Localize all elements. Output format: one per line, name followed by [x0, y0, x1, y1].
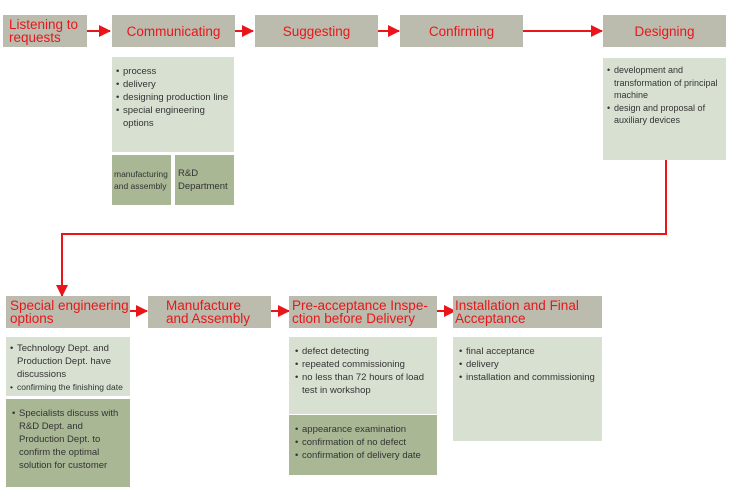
inspection-confirmation-panel: appearance examination confirmation of n…	[289, 415, 437, 475]
step-label: Pre-acceptance Inspe- ction before Deliv…	[292, 298, 428, 326]
step-label: Designing	[634, 23, 695, 39]
detail-item: confirmation of no defect	[295, 436, 433, 449]
sub-box-label: manufacturing and assembly	[114, 169, 168, 191]
arrow-designing-to-special-options	[56, 160, 667, 297]
step-communicating: Communicating	[112, 15, 235, 47]
detail-item: process	[116, 65, 230, 78]
step-confirming: Confirming	[400, 15, 523, 47]
special-options-specialists-panel: Specialists discuss with R&D Dept. and P…	[6, 399, 130, 487]
detail-item: development and transformation of princi…	[607, 64, 723, 102]
manufacturing-assembly-box: manufacturing and assembly	[112, 155, 171, 205]
detail-item: design and proposal of auxiliary devices	[607, 102, 723, 127]
step-label: Special engineering options	[10, 298, 129, 326]
detail-item: delivery	[116, 78, 230, 91]
step-designing: Designing	[603, 15, 726, 47]
step-installation-final-acceptance: Installation and Final Acceptance	[453, 296, 602, 328]
communicating-details-panel: process delivery designing production li…	[112, 57, 234, 152]
inspection-testing-panel: defect detecting repeated commissioning …	[289, 337, 437, 414]
sub-box-label: R&D Department	[178, 168, 228, 192]
detail-item: confirmation of delivery date	[295, 449, 433, 462]
step-label: Suggesting	[282, 23, 351, 39]
detail-item: special engineering options	[116, 104, 230, 130]
detail-item: Specialists discuss with R&D Dept. and P…	[12, 407, 127, 472]
step-suggesting: Suggesting	[255, 15, 378, 47]
detail-item: defect detecting	[295, 345, 433, 358]
detail-item: delivery	[459, 358, 598, 371]
step-label: Communicating	[126, 23, 221, 39]
step-manufacture-and-assembly: Manufacture and Assembly	[148, 296, 271, 328]
detail-item: repeated commissioning	[295, 358, 433, 371]
step-listening-to-requests: Listening to requests	[3, 15, 87, 47]
detail-item: designing production line	[116, 91, 230, 104]
detail-item: no less than 72 hours of load test in wo…	[295, 371, 433, 397]
detail-item: confirming the finishing date	[10, 381, 127, 394]
rd-department-box: R&D Department	[175, 155, 234, 205]
step-special-engineering-options: Special engineering options	[6, 296, 130, 328]
designing-details-panel: development and transformation of princi…	[603, 58, 726, 160]
step-label: Manufacture and Assembly	[166, 298, 251, 326]
step-label: Listening to requests	[9, 17, 79, 45]
step-label: Installation and Final Acceptance	[455, 298, 579, 326]
installation-details-panel: final acceptance delivery installation a…	[453, 337, 602, 441]
detail-item: Technology Dept. and Production Dept. ha…	[10, 342, 127, 381]
special-options-discussion-panel: Technology Dept. and Production Dept. ha…	[6, 337, 130, 396]
detail-item: appearance examination	[295, 423, 433, 436]
step-pre-acceptance-inspection: Pre-acceptance Inspe- ction before Deliv…	[289, 296, 437, 328]
detail-item: installation and commissioning	[459, 371, 598, 384]
step-label: Confirming	[428, 23, 495, 39]
detail-item: final acceptance	[459, 345, 598, 358]
